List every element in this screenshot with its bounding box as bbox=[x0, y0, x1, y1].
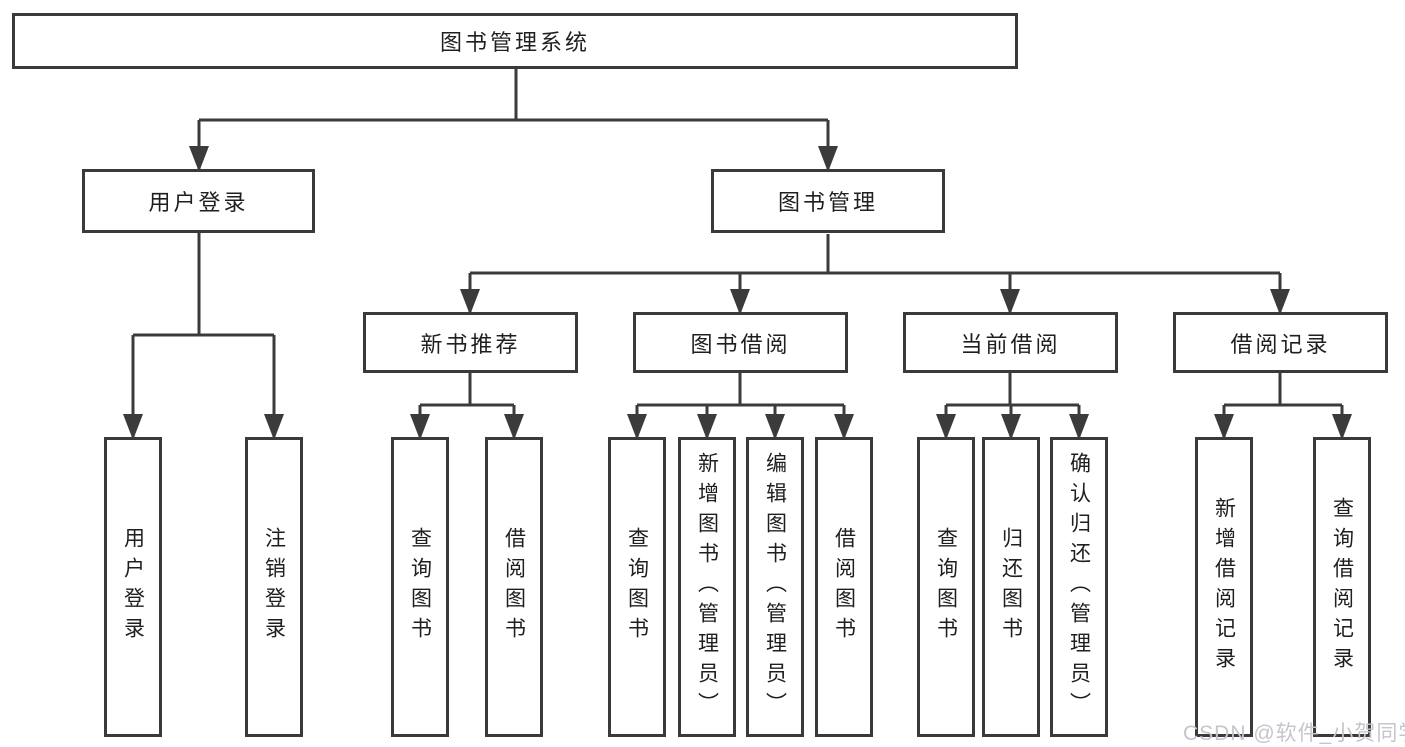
csdn-watermark: CSDN @软件_小贺同学 bbox=[1183, 722, 1405, 745]
connector-borrowing-records-to-leaves bbox=[1214, 373, 1352, 440]
node-user-login-leaf: 用户登录 bbox=[104, 437, 162, 737]
node-query-borrow-record: 查询借阅记录 bbox=[1313, 437, 1371, 737]
node-borrow-books-borrowing: 借阅图书 bbox=[815, 437, 873, 737]
arrow-head-icon bbox=[730, 289, 750, 315]
connector-path bbox=[468, 234, 1282, 313]
arrow-head-icon bbox=[1000, 289, 1020, 315]
connector-path bbox=[1222, 373, 1344, 438]
connector-path bbox=[635, 373, 846, 438]
node-new-book-recommend: 新书推荐 bbox=[363, 312, 578, 373]
arrow-head-icon bbox=[504, 414, 524, 440]
connector-user-login-to-leaves bbox=[123, 233, 284, 440]
node-query-books-current: 查询图书 bbox=[917, 437, 975, 737]
node-user-login: 用户登录 bbox=[82, 169, 315, 233]
connector-path bbox=[197, 69, 830, 170]
arrow-head-icon bbox=[936, 414, 956, 440]
arrow-head-icon bbox=[123, 414, 143, 440]
arrow-head-icon bbox=[697, 414, 717, 440]
arrow-head-icon bbox=[1270, 289, 1290, 315]
node-logout: 注销登录 bbox=[245, 437, 303, 737]
node-query-books-borrowing: 查询图书 bbox=[608, 437, 666, 737]
arrow-head-icon bbox=[834, 414, 854, 440]
node-edit-books-admin: 编辑图书（管理员） bbox=[746, 437, 804, 737]
connector-book-management-to-level3 bbox=[460, 234, 1290, 315]
node-book-management: 图书管理 bbox=[711, 169, 945, 233]
connector-path bbox=[131, 233, 276, 438]
arrow-head-icon bbox=[410, 414, 430, 440]
arrow-head-icon bbox=[189, 146, 209, 172]
arrow-head-icon bbox=[1332, 414, 1352, 440]
arrow-head-icon bbox=[1214, 414, 1234, 440]
arrow-head-icon bbox=[1001, 414, 1021, 440]
node-add-borrow-record: 新增借阅记录 bbox=[1195, 437, 1253, 737]
node-borrowing-records: 借阅记录 bbox=[1173, 312, 1388, 373]
connector-root-to-level2 bbox=[189, 69, 838, 172]
node-query-books-recommend: 查询图书 bbox=[391, 437, 449, 737]
node-current-borrowing: 当前借阅 bbox=[903, 312, 1118, 373]
node-add-books-admin: 新增图书（管理员） bbox=[678, 437, 736, 737]
node-book-borrowing: 图书借阅 bbox=[633, 312, 848, 373]
node-borrow-books-recommend: 借阅图书 bbox=[485, 437, 543, 737]
connector-current-borrowing-to-leaves bbox=[936, 373, 1089, 440]
connector-path bbox=[418, 373, 516, 438]
arrow-head-icon bbox=[1069, 414, 1089, 440]
arrow-head-icon bbox=[264, 414, 284, 440]
arrow-head-icon bbox=[627, 414, 647, 440]
connector-new-book-recommend-to-leaves bbox=[410, 373, 524, 440]
arrow-head-icon bbox=[818, 146, 838, 172]
node-confirm-return-admin: 确认归还（管理员） bbox=[1050, 437, 1108, 737]
arrow-head-icon bbox=[765, 414, 785, 440]
node-library-system: 图书管理系统 bbox=[12, 13, 1018, 69]
connector-book-borrowing-to-leaves bbox=[627, 373, 854, 440]
arrow-head-icon bbox=[460, 289, 480, 315]
node-return-books: 归还图书 bbox=[982, 437, 1040, 737]
